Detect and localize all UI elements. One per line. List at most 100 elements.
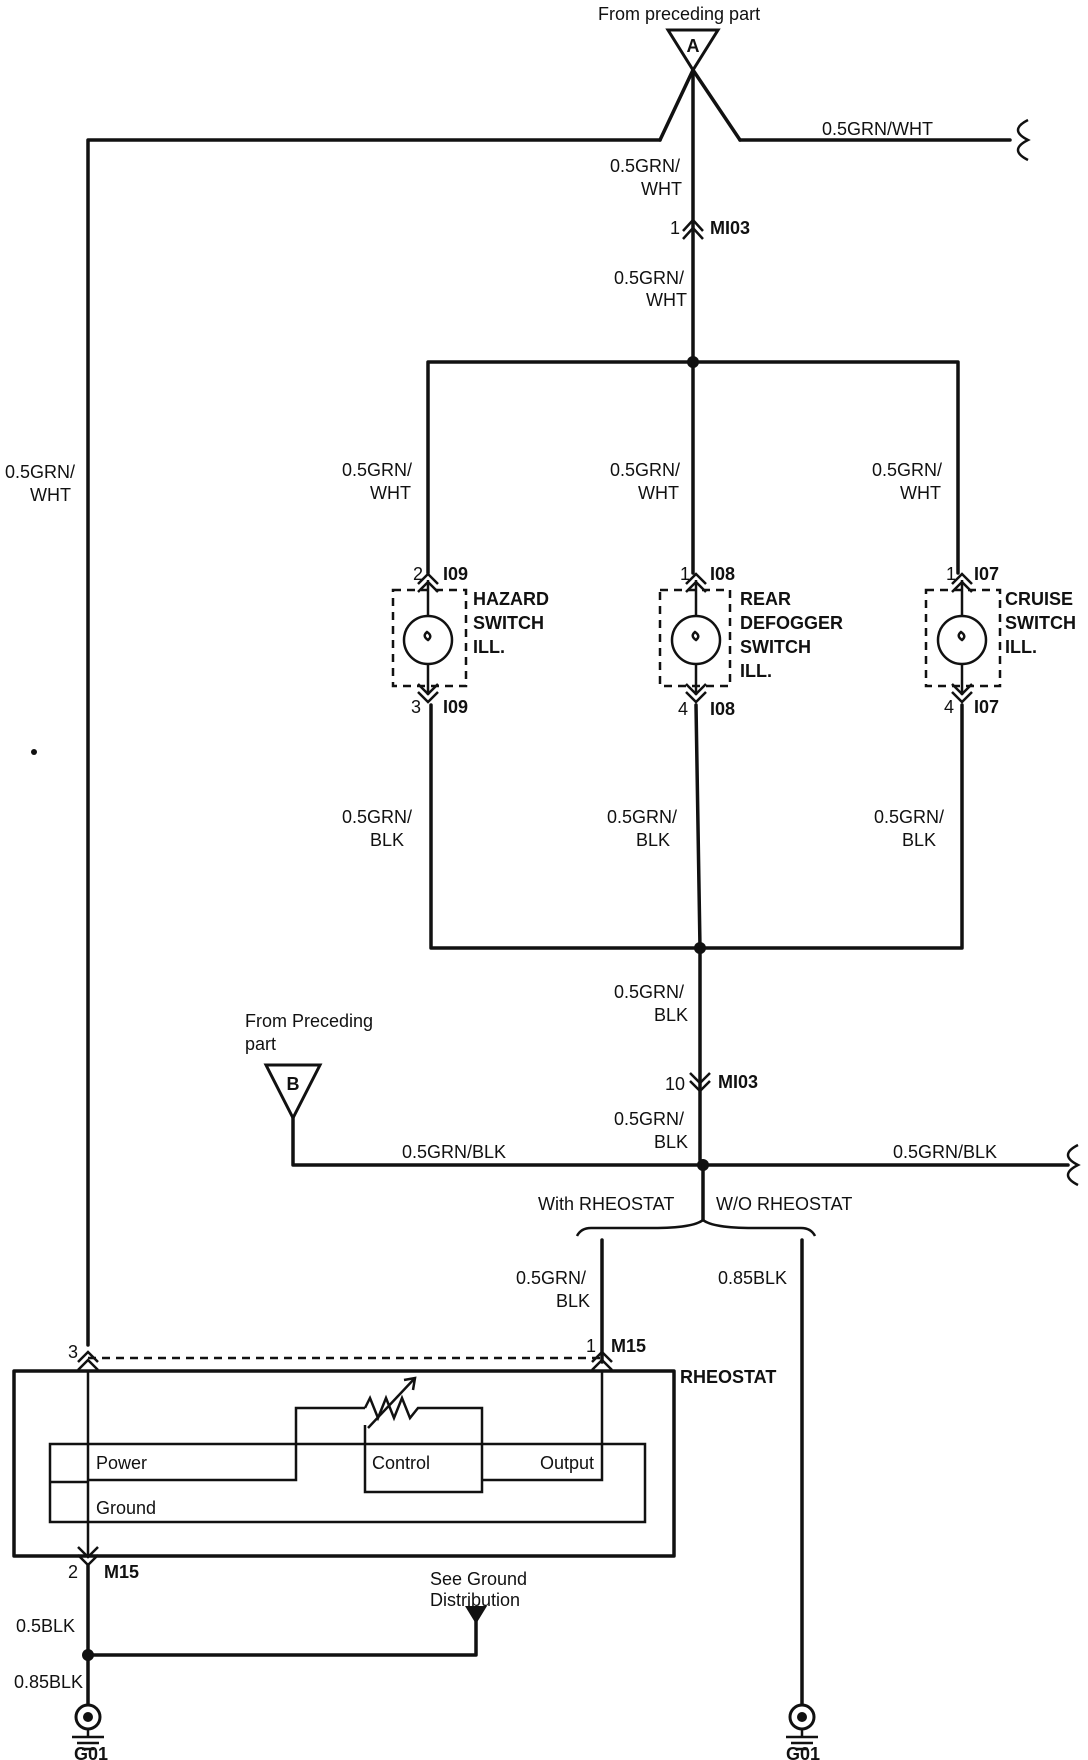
wire-label-right-bottom: 0.5GRN/BLK [893,1142,997,1162]
from-preceding-b-2: part [245,1034,276,1054]
wire-label-defogger-in-1: 0.5GRN/ [610,460,680,480]
connector-mi03-top-symbol [682,218,704,232]
stray-dot [31,749,37,755]
cruise-label-1: CRUISE [1005,589,1073,609]
defogger-label-1: REAR [740,589,791,609]
i08-top-name: I08 [710,564,735,584]
mi03-top-name: MI03 [710,218,750,238]
g01-right-label: G01 [786,1744,820,1760]
i07-top-pin: 1 [946,564,956,584]
m15-pin1-symbol-2 [591,1358,613,1371]
ground-g01-left-icon [72,1703,104,1751]
m15-pin1: 1 [586,1336,596,1356]
defogger-switch-ill [658,572,732,704]
wire-label-hazard-in-1: 0.5GRN/ [342,460,412,480]
see-ground-1: See Ground [430,1569,527,1589]
connector-mi03-top-symbol-2 [682,226,704,240]
i07-bottom-pin: 4 [944,697,954,717]
rheostat-power-label: Power [96,1453,147,1473]
i08-top-pin: 1 [680,564,690,584]
wire-label-cb1-1: 0.5GRN/ [614,982,684,1002]
m15-pin3: 3 [68,1342,78,1362]
defogger-label-4: ILL. [740,661,772,681]
wire-label-top-right: 0.5GRN/WHT [822,119,933,139]
see-ground-2: Distribution [430,1590,520,1610]
m15-pin3-symbol [77,1350,99,1363]
m15-pin1-name: M15 [611,1336,646,1356]
wire-label-cb1-2: BLK [654,1005,688,1025]
i09-top-name: I09 [443,564,468,584]
rheostat-control-label: Control [372,1453,430,1473]
wire-label-cb2-2: BLK [654,1132,688,1152]
wire-label-left-1: 0.5GRN/ [5,462,75,482]
i09-bottom-pin: 3 [411,697,421,717]
wire-label-b: 0.5GRN/BLK [402,1142,506,1162]
m15-pin2-symbol [77,1546,99,1559]
wire-label-hazard-out-2: BLK [370,830,404,850]
wire-label-defogger-out-2: BLK [636,830,670,850]
m15-pin2-name: M15 [104,1562,139,1582]
wire-label-ground-2: 0.85BLK [14,1672,83,1692]
connector-mi03-bottom-symbol [689,1072,711,1085]
wire-b-branch [291,1116,1070,1167]
connector-b-triangle [263,1063,323,1122]
brace-with [575,1218,704,1237]
wire-label-with-2: BLK [556,1291,590,1311]
wire-label-left-2: WHT [30,485,71,505]
rheostat-wiper-arrow [367,1377,416,1429]
m15-pin2: 2 [68,1562,78,1582]
wire-label-hazard-out-1: 0.5GRN/ [342,807,412,827]
rheostat-power-wire [88,1406,365,1482]
wire-label-cb2-1: 0.5GRN/ [614,1109,684,1129]
wire-label-cruise-in-1: 0.5GRN/ [872,460,942,480]
i08-bottom-name: I08 [710,699,735,719]
wire-label-defogger-in-2: WHT [638,483,679,503]
wire-label-cruise-out-1: 0.5GRN/ [874,807,944,827]
wire-label-defogger-out-1: 0.5GRN/ [607,807,677,827]
rheostat-output-label: Output [540,1453,594,1473]
rheostat-wiper-arrowhead [403,1376,417,1391]
wire-break-top [1016,118,1031,162]
ground-distribution-arrow [465,1606,487,1624]
hazard-label-3: ILL. [473,637,505,657]
wire-label-ct2-2: WHT [646,290,687,310]
wire-label-cruise-out-2: BLK [902,830,936,850]
i07-bottom-name: I07 [974,697,999,717]
rheostat-resistor [363,1394,484,1494]
hazard-switch-ill [391,572,468,704]
rheostat-label: RHEOSTAT [680,1367,776,1387]
mi03-bottom-pin: 10 [665,1074,685,1094]
defogger-label-2: DEFOGGER [740,613,843,633]
connector-a-label: A [687,36,700,56]
i09-top-pin: 2 [413,564,423,584]
hazard-label-1: HAZARD [473,589,549,609]
mi03-top-pin: 1 [670,218,680,238]
wire-label-with-1: 0.5GRN/ [516,1268,586,1288]
g01-left-label: G01 [74,1744,108,1760]
cruise-switch-ill [924,572,1002,704]
wire-label-hazard-in-2: WHT [370,483,411,503]
wire-label-ct2-1: 0.5GRN/ [614,268,684,288]
defogger-label-3: SWITCH [740,637,811,657]
wire-ground-distribution [86,1616,478,1657]
i07-top-name: I07 [974,564,999,584]
i08-bottom-pin: 4 [678,699,688,719]
wire-label-ground-1: 0.5BLK [16,1616,75,1636]
option-without-rheostat: W/O RHEOSTAT [716,1194,852,1214]
hazard-label-2: SWITCH [473,613,544,633]
wire-break-bottom [1066,1143,1081,1187]
cruise-label-3: ILL. [1005,637,1037,657]
rheostat-output-wire [482,1371,604,1482]
m15-pin3-symbol-2 [77,1358,99,1371]
from-preceding-b-1: From Preceding [245,1011,373,1031]
wire-label-ct1-1: 0.5GRN/ [610,156,680,176]
wire-a-right-diag [691,68,742,142]
rheostat-box [12,1369,676,1558]
ground-g01-right-icon [786,1703,818,1751]
m15-pin1-symbol [591,1350,613,1363]
option-with-rheostat: With RHEOSTAT [538,1194,674,1214]
wire-a-left-diag [658,68,695,142]
i09-bottom-name: I09 [443,697,468,717]
wire-defogger-out [694,703,702,950]
